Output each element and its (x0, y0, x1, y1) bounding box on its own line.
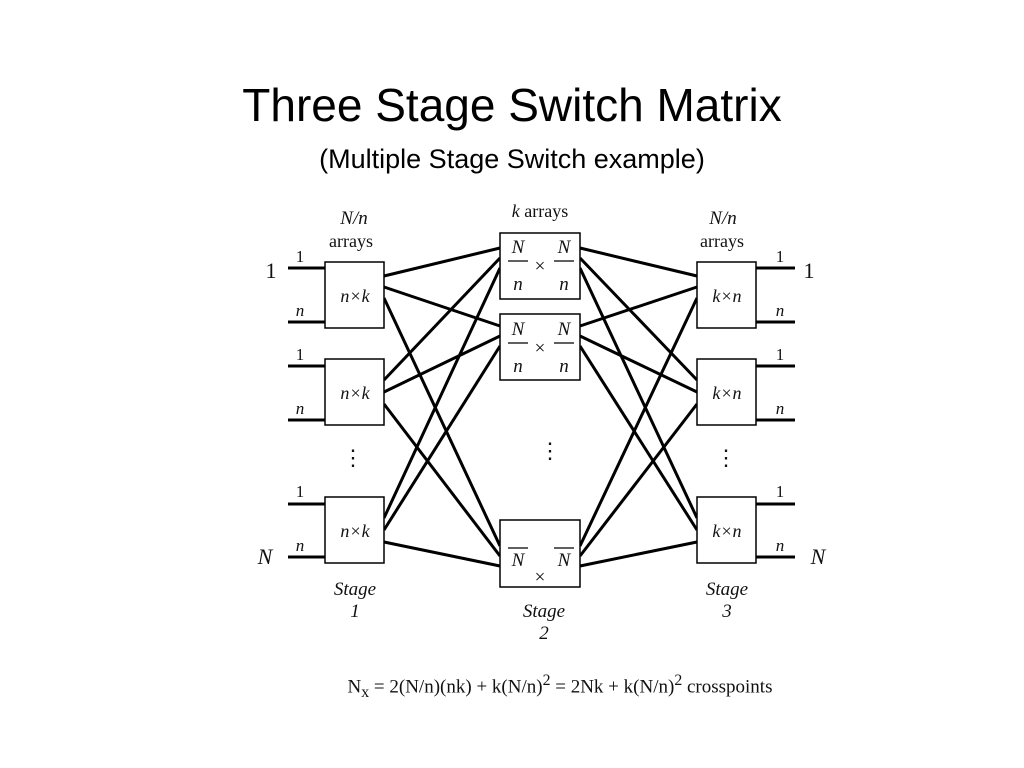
stage2-header: k arrays (512, 201, 568, 221)
stage2-fraction-label-3: N × N (508, 547, 574, 588)
stage3-switch-1 (696, 261, 757, 329)
stage2-caption-word: Stage (523, 601, 565, 622)
stage-2: k arrays N n × N n N n × N n N × N (499, 201, 581, 644)
stage1-switch-label: n×k (340, 521, 370, 541)
times-symbol: × (535, 338, 546, 359)
stage3-header-top: N/n (708, 208, 736, 229)
line-label-1: 1 (776, 345, 785, 364)
stage2-ellipsis: ⋮ (539, 438, 561, 463)
link-s1b-s2b (383, 334, 501, 394)
link-s2b-s3b (579, 334, 698, 394)
stage2-caption-number: 2 (539, 623, 549, 644)
link-s1c-s2b (382, 345, 502, 531)
link-s2a-s3b (578, 256, 699, 382)
line-label-n: n (296, 536, 305, 555)
fraction-denominator: n (513, 356, 523, 377)
stage1-switch-2 (324, 358, 385, 426)
stage3-ellipsis: ⋮ (715, 445, 737, 470)
link-s1a-s2c (382, 297, 502, 547)
stage2-fraction-label-1: N n × N n (508, 237, 574, 295)
stage1-header-bottom: arrays (329, 231, 373, 251)
line-label-n: n (776, 536, 785, 555)
link-s2a-s3a (579, 246, 698, 278)
line-label-n: n (776, 399, 785, 418)
link-s2b-s3c (578, 345, 699, 531)
line-label-1: 1 (776, 482, 785, 501)
fraction-denominator: n (513, 274, 523, 295)
fraction-numerator: N (557, 550, 572, 571)
link-s1c-s2c (383, 540, 501, 568)
stage1-header-top: N/n (339, 208, 367, 229)
stage-3: N/n arrays k×n k×n k×n ⋮ Stage 3 1 n 1 n… (696, 208, 827, 622)
formula-container: Nx = 2(N/n)(nk) + k(N/n)2 = 2Nk + k(N/n)… (347, 672, 773, 702)
stage1-switch-label: n×k (340, 383, 370, 403)
link-s2a-s3c (578, 267, 699, 519)
link-s1b-s2c (382, 403, 502, 557)
fraction-numerator: N (557, 319, 572, 340)
stage2-fraction-label-2: N n × N n (508, 319, 574, 377)
times-symbol: × (535, 567, 546, 588)
line-label-n: n (776, 301, 785, 320)
stage3-switch-label: k×n (712, 383, 741, 403)
stage2-switch-3 (499, 519, 581, 588)
io-lines (288, 266, 795, 559)
link-s2c-s3b (578, 403, 699, 557)
link-s2c-s3c (579, 540, 698, 568)
stage3-switch-label: k×n (712, 286, 741, 306)
stage1-caption-word: Stage (334, 579, 376, 600)
input-label-N: N (257, 544, 274, 569)
fraction-denominator: n (559, 356, 569, 377)
stage2-switch-1 (499, 232, 581, 300)
link-s1a-s2a (383, 246, 501, 278)
stage2-switch-2 (499, 313, 581, 381)
output-label-1: 1 (804, 258, 815, 283)
link-s2b-s3a (579, 285, 698, 328)
stage1-caption-number: 1 (350, 601, 360, 622)
fraction-numerator: N (557, 237, 572, 258)
stage-1: N/n arrays n×k n×k n×k ⋮ Stage 1 1 n 1 n… (257, 208, 385, 622)
crosspoints-formula: Nx = 2(N/n)(nk) + k(N/n)2 = 2Nk + k(N/n)… (347, 672, 773, 702)
line-label-1: 1 (296, 247, 305, 266)
stage3-switch-label: k×n (712, 521, 741, 541)
stage1-switch-label: n×k (340, 286, 370, 306)
input-label-1: 1 (266, 258, 277, 283)
line-label-1: 1 (296, 482, 305, 501)
line-label-n: n (296, 399, 305, 418)
fraction-numerator: N (511, 237, 526, 258)
fraction-numerator: N (511, 550, 526, 571)
stage3-caption-number: 3 (721, 601, 732, 622)
line-label-1: 1 (776, 247, 785, 266)
link-s1c-s2a (382, 267, 502, 519)
link-s2c-s3a (578, 297, 699, 547)
stage1-ellipsis: ⋮ (342, 445, 364, 470)
stage3-header-bottom: arrays (700, 231, 744, 251)
interstage-links (382, 246, 699, 568)
fraction-denominator: n (559, 274, 569, 295)
link-s1b-s2a (382, 256, 502, 382)
stage1-switch-1 (324, 261, 385, 329)
stage1-switch-3 (324, 496, 385, 564)
slide-subtitle: (Multiple Stage Switch example) (319, 144, 705, 174)
stage3-switch-3 (696, 496, 757, 564)
stage3-switch-2 (696, 358, 757, 426)
times-symbol: × (535, 256, 546, 277)
stage3-caption-word: Stage (706, 579, 748, 600)
link-s1a-s2b (383, 285, 501, 328)
output-label-N: N (810, 544, 827, 569)
slide-title: Three Stage Switch Matrix (242, 79, 782, 131)
fraction-numerator: N (511, 319, 526, 340)
line-label-n: n (296, 301, 305, 320)
line-label-1: 1 (296, 345, 305, 364)
